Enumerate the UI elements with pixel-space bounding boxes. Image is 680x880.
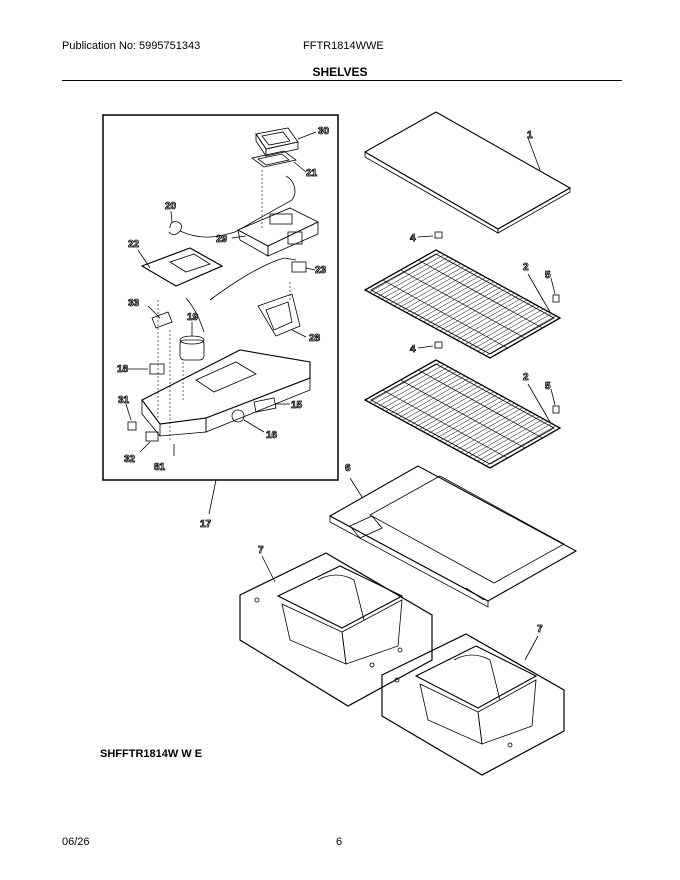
- drawing-code: SHFFTR1814W W E: [100, 748, 203, 760]
- callout-2-upper: 2: [523, 262, 529, 273]
- part-22-plate: [137, 247, 224, 287]
- leader-32: [139, 441, 151, 453]
- callout-18: 18: [117, 364, 129, 375]
- callout-17: 17: [200, 519, 212, 530]
- callout-22: 22: [128, 239, 140, 250]
- callout-6: 6: [345, 463, 351, 474]
- alignment-lines: [157, 170, 291, 440]
- page-number: 6: [336, 836, 343, 848]
- callout-1: 1: [527, 130, 533, 141]
- part-1-glass-shelf: [363, 111, 572, 234]
- publication-number: Publication No: 5995751343: [62, 40, 201, 52]
- wire-harness: [209, 257, 297, 301]
- part-32-switch: [145, 431, 159, 442]
- section-title: SHELVES: [312, 65, 368, 79]
- part-2-wire-shelf-upper: [363, 249, 562, 359]
- callout-32: 32: [124, 454, 136, 465]
- callout-16: 16: [266, 430, 278, 441]
- part-20-wire: [168, 175, 296, 238]
- part-2-wire-shelf-lower: [363, 359, 562, 469]
- callout-4-upper: 4: [410, 233, 416, 244]
- callout-2-lower: 2: [523, 372, 529, 383]
- part-18-switch: [128, 363, 165, 375]
- leader-17: [208, 479, 217, 515]
- leader-7-upper: [261, 555, 276, 583]
- callout-21: 21: [306, 168, 318, 179]
- callout-29: 29: [216, 234, 228, 245]
- callout-7-upper: 7: [258, 545, 264, 556]
- callout-31: 31: [118, 395, 130, 406]
- callout-15: 15: [291, 400, 303, 411]
- callout-33: 33: [128, 298, 140, 309]
- callout-30: 30: [318, 126, 330, 137]
- part-23-connector: [291, 261, 316, 273]
- crisper-frame-upper: [239, 552, 433, 707]
- model-number: FFTR1814WWE: [303, 40, 384, 52]
- callout-5-upper: 5: [545, 270, 551, 281]
- callout-5-lower: 5: [545, 381, 551, 392]
- callout-23: 23: [315, 265, 327, 276]
- callout-7-lower: 7: [537, 624, 543, 635]
- part-4-clip: [417, 231, 443, 349]
- callout-19: 19: [187, 312, 199, 323]
- header-divider: [62, 80, 622, 81]
- ice-maker-tray: [141, 349, 311, 437]
- part-16-gear: [231, 409, 265, 433]
- callout-20: 20: [165, 201, 177, 212]
- crisper-frame-lower: [381, 633, 565, 776]
- callout-28: 28: [309, 333, 321, 344]
- leader-7-lower: [524, 635, 539, 661]
- part-29-housing: [231, 207, 319, 257]
- part-31-clip: [127, 421, 137, 431]
- ice-maker-assembly-frame: [102, 114, 339, 481]
- part-28-chute: [257, 293, 307, 338]
- callout-4-lower: 4: [410, 344, 416, 355]
- part-30-cap: [255, 127, 317, 158]
- part-19-motor: [179, 322, 205, 361]
- leader-31: [125, 403, 132, 421]
- part-7-crisper-drawer-lower: [394, 645, 538, 748]
- callout-81: 81: [154, 462, 166, 473]
- part-7-crisper-drawer-upper: [254, 565, 404, 668]
- part-6-crisper-cover: [328, 465, 578, 608]
- part-21-bracket: [251, 150, 307, 173]
- part-5-clip: [550, 277, 560, 414]
- part-15-auger: [253, 397, 290, 413]
- wire-harness-lower: [185, 297, 205, 333]
- part-33-thermostat: [147, 305, 173, 329]
- footer-date: 06/26: [62, 836, 90, 848]
